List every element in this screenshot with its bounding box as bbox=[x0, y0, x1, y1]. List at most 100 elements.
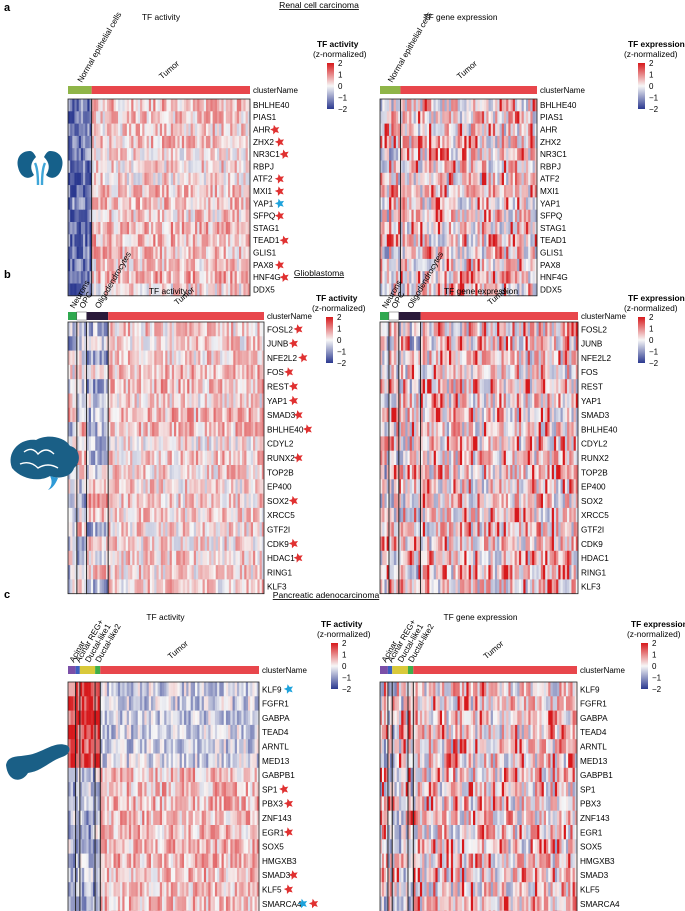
heatmap-cell bbox=[184, 565, 188, 580]
heatmap-cell bbox=[508, 364, 511, 380]
cluster-bar-segment bbox=[108, 312, 265, 320]
heatmap-cell bbox=[217, 209, 220, 223]
heatmap-cell bbox=[184, 350, 188, 366]
heatmap-cell bbox=[81, 579, 85, 594]
heatmap-cell bbox=[141, 322, 144, 337]
heatmap-cell bbox=[95, 536, 98, 552]
heatmap-cell bbox=[187, 536, 190, 552]
heatmap-cell bbox=[501, 197, 505, 210]
heatmap-cell bbox=[525, 271, 529, 284]
heatmap-cell bbox=[173, 209, 176, 223]
gene-label: AHR bbox=[540, 125, 557, 134]
heatmap-cell bbox=[145, 479, 148, 494]
heatmap-cell bbox=[464, 336, 467, 351]
heatmap-cell bbox=[259, 536, 263, 552]
heatmap-cell bbox=[386, 493, 390, 509]
heatmap-cell bbox=[494, 322, 498, 337]
heatmap-cell bbox=[93, 436, 96, 451]
heatmap-cell bbox=[177, 99, 180, 112]
heatmap-cell bbox=[188, 185, 191, 198]
heatmap-cell bbox=[111, 135, 114, 149]
heatmap-cell bbox=[455, 234, 458, 247]
heatmap-cell bbox=[147, 393, 151, 409]
red-star-icon bbox=[274, 174, 285, 184]
heatmap-cell bbox=[124, 99, 128, 112]
heatmap-cell bbox=[189, 436, 192, 451]
heatmap-cell bbox=[217, 550, 221, 566]
heatmap-cell bbox=[85, 283, 88, 297]
heatmap-cell bbox=[123, 465, 127, 480]
heatmap-cell bbox=[121, 493, 124, 509]
heatmap-cell bbox=[211, 507, 214, 523]
heatmap-cell bbox=[508, 350, 511, 366]
heatmap-cell bbox=[382, 465, 385, 480]
heatmap-cell bbox=[209, 407, 212, 423]
heatmap-cell bbox=[184, 234, 187, 247]
heatmap-cell bbox=[400, 271, 403, 284]
heatmap-cell bbox=[551, 364, 555, 380]
heatmap-cell bbox=[219, 135, 222, 149]
heatmap-cell bbox=[120, 172, 123, 186]
heatmap-cell bbox=[70, 185, 73, 198]
heatmap-cell bbox=[177, 197, 180, 210]
heatmap-cell bbox=[475, 185, 478, 198]
heatmap-cell bbox=[146, 258, 150, 272]
heatmap-cell bbox=[96, 283, 99, 297]
heatmap-cell bbox=[382, 407, 385, 423]
heatmap-cell bbox=[521, 99, 525, 112]
heatmap-cell bbox=[209, 364, 212, 380]
heatmap-cell bbox=[84, 350, 87, 366]
heatmap-cell bbox=[93, 111, 97, 124]
heatmap-cell bbox=[429, 123, 432, 137]
heatmap-cell bbox=[414, 479, 417, 494]
heatmap-cell bbox=[242, 364, 245, 380]
heatmap-cell bbox=[190, 271, 194, 284]
heatmap-cell bbox=[151, 148, 154, 161]
heatmap-cell bbox=[204, 493, 208, 509]
heatmap-cell bbox=[68, 350, 71, 366]
heatmap-cell bbox=[101, 364, 105, 380]
heatmap-cell bbox=[144, 111, 147, 124]
heatmap-cell bbox=[178, 407, 181, 423]
heatmap-cell bbox=[167, 364, 170, 380]
heatmap-cell bbox=[171, 422, 175, 437]
heatmap-cell bbox=[99, 507, 103, 523]
heatmap-cell bbox=[409, 185, 412, 198]
heatmap-cell bbox=[446, 379, 450, 394]
heatmap-cell bbox=[221, 197, 224, 210]
heatmap-cell bbox=[440, 160, 443, 174]
heatmap-cell bbox=[201, 135, 205, 149]
heatmap-cell bbox=[187, 479, 190, 494]
heatmap-cell bbox=[435, 271, 439, 284]
heatmap-cell bbox=[393, 465, 397, 480]
heatmap-cell bbox=[206, 246, 209, 260]
heatmap-cell bbox=[87, 135, 90, 149]
heatmap-cell bbox=[91, 172, 95, 186]
heatmap-cell bbox=[78, 172, 82, 186]
heatmap-cell bbox=[210, 148, 213, 161]
heatmap-cell bbox=[405, 565, 408, 580]
heatmap-cell bbox=[393, 336, 397, 351]
heatmap-cell bbox=[532, 350, 535, 366]
heatmap-cell bbox=[523, 271, 527, 284]
heatmap-cell bbox=[148, 258, 152, 272]
heatmap-cell bbox=[145, 322, 148, 337]
heatmap-cell bbox=[81, 393, 85, 409]
heatmap-cell bbox=[403, 436, 406, 451]
heatmap-cell bbox=[149, 422, 153, 437]
heatmap-cell bbox=[135, 234, 139, 247]
heatmap-cell bbox=[135, 135, 139, 149]
heatmap-cell bbox=[113, 234, 117, 247]
heatmap-cell bbox=[171, 579, 175, 594]
heatmap-cell bbox=[398, 336, 402, 351]
heatmap-cell bbox=[100, 148, 103, 161]
heatmap-cell bbox=[225, 148, 229, 161]
heatmap-cell bbox=[140, 123, 143, 137]
heatmap-cell bbox=[155, 258, 158, 272]
heatmap-cell bbox=[384, 209, 388, 223]
heatmap-cell bbox=[93, 422, 96, 437]
heatmap-cell bbox=[174, 565, 177, 580]
heatmap-cell bbox=[84, 565, 87, 580]
heatmap-cell bbox=[206, 565, 210, 580]
heatmap-cell bbox=[68, 550, 71, 566]
